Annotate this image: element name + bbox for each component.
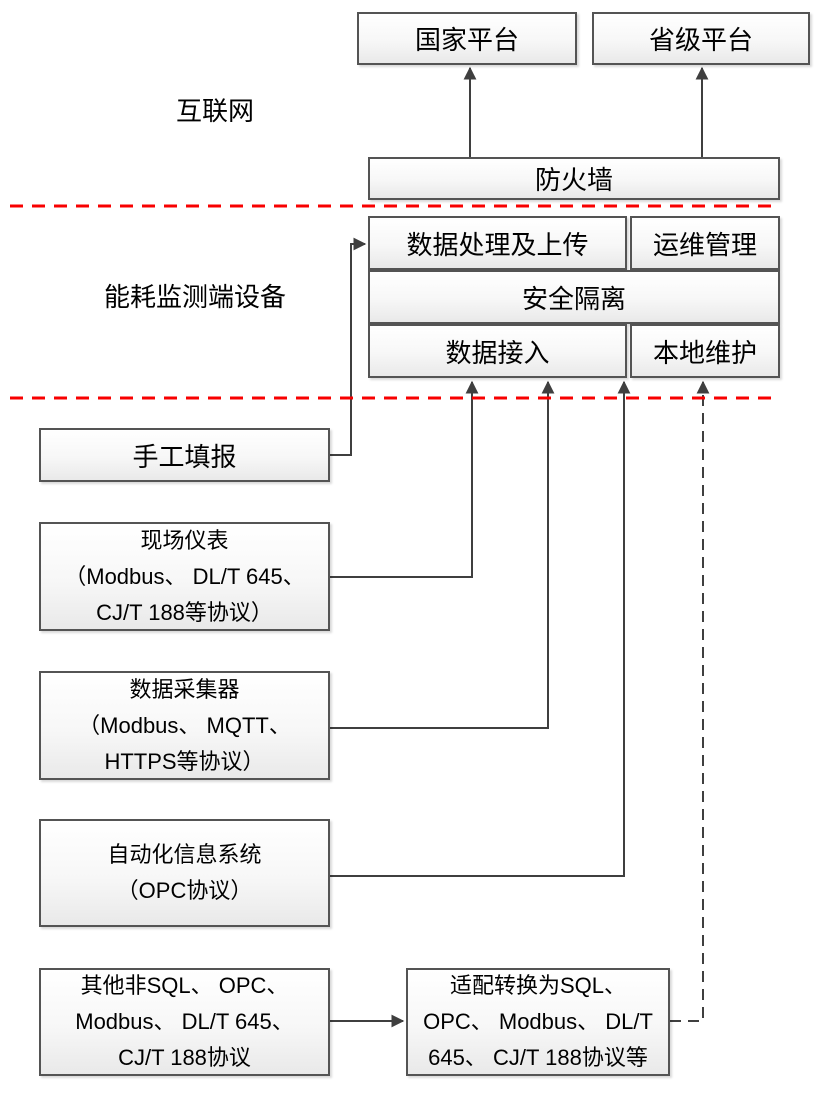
national-platform-label: 国家平台 xyxy=(414,25,519,55)
other-protocols-label: CJ/T 188协议 xyxy=(118,1045,251,1070)
firewall-label: 防火墙 xyxy=(534,165,613,195)
data-collector-label: HTTPS等协议） xyxy=(104,748,265,774)
adapter-conversion-label: 适配转换为SQL、 xyxy=(449,973,627,998)
field-instruments-label: CJ/T 188等协议） xyxy=(96,599,273,625)
national-platform-box: 国家平台 xyxy=(357,12,577,65)
data-collector-label: 数据采集器 xyxy=(129,676,240,702)
data-access-box: 数据接入 xyxy=(368,324,627,378)
field-instruments-box: 现场仪表 （Modbus、 DL/T 645、 CJ/T 188等协议） xyxy=(39,522,330,631)
field-instruments-label: 现场仪表 xyxy=(140,527,229,553)
local-maintenance-label: 本地维护 xyxy=(652,337,757,368)
edge-adapter-to-local-maintenance xyxy=(670,380,710,1022)
data-collector-label: （Modbus、 MQTT、 xyxy=(78,712,291,738)
other-protocols-box: 其他非SQL、 OPC、 Modbus、 DL/T 645、 CJ/T 188协议 xyxy=(39,968,330,1076)
adapter-conversion-label: OPC、 Modbus、 DL/T xyxy=(423,1009,653,1034)
provincial-platform-box: 省级平台 xyxy=(592,12,810,65)
edge-automation-to-data-access xyxy=(330,380,631,877)
edge-field-instruments-to-data-access xyxy=(330,380,479,578)
firewall-box: 防火墙 xyxy=(368,157,780,200)
provincial-platform-label: 省级平台 xyxy=(648,25,753,55)
adapter-conversion-label: 645、 CJ/T 188协议等 xyxy=(428,1045,648,1070)
data-access-label: 数据接入 xyxy=(445,337,550,368)
ops-management-label: 运维管理 xyxy=(652,229,757,260)
manual-entry-box: 手工填报 xyxy=(39,428,330,482)
security-isolation-label: 安全隔离 xyxy=(521,283,626,314)
data-processing-upload-label: 数据处理及上传 xyxy=(406,229,589,260)
automation-system-label: 自动化信息系统 xyxy=(107,842,262,867)
internet-zone-label: 互联网 xyxy=(175,96,254,126)
other-protocols-label: Modbus、 DL/T 645、 xyxy=(75,1009,294,1034)
manual-entry-label: 手工填报 xyxy=(132,441,237,472)
security-isolation-box: 安全隔离 xyxy=(368,270,780,324)
field-instruments-label: （Modbus、 DL/T 645、 xyxy=(64,563,305,589)
device-zone-label: 能耗监测端设备 xyxy=(103,282,286,312)
ops-management-box: 运维管理 xyxy=(630,216,780,270)
local-maintenance-box: 本地维护 xyxy=(630,324,780,378)
automation-system-box: 自动化信息系统 （OPC协议） xyxy=(39,819,330,927)
automation-system-label: （OPC协议） xyxy=(116,878,253,903)
edge-manual-entry-to-data-processing xyxy=(330,237,367,456)
data-processing-upload-box: 数据处理及上传 xyxy=(368,216,627,270)
edge-data-collector-to-data-access xyxy=(330,380,555,729)
adapter-conversion-box: 适配转换为SQL、 OPC、 Modbus、 DL/T 645、 CJ/T 188协… xyxy=(406,968,670,1076)
data-collector-box: 数据采集器 （Modbus、 MQTT、 HTTPS等协议） xyxy=(39,671,330,780)
other-protocols-label: 其他非SQL、 OPC、 xyxy=(80,973,289,998)
